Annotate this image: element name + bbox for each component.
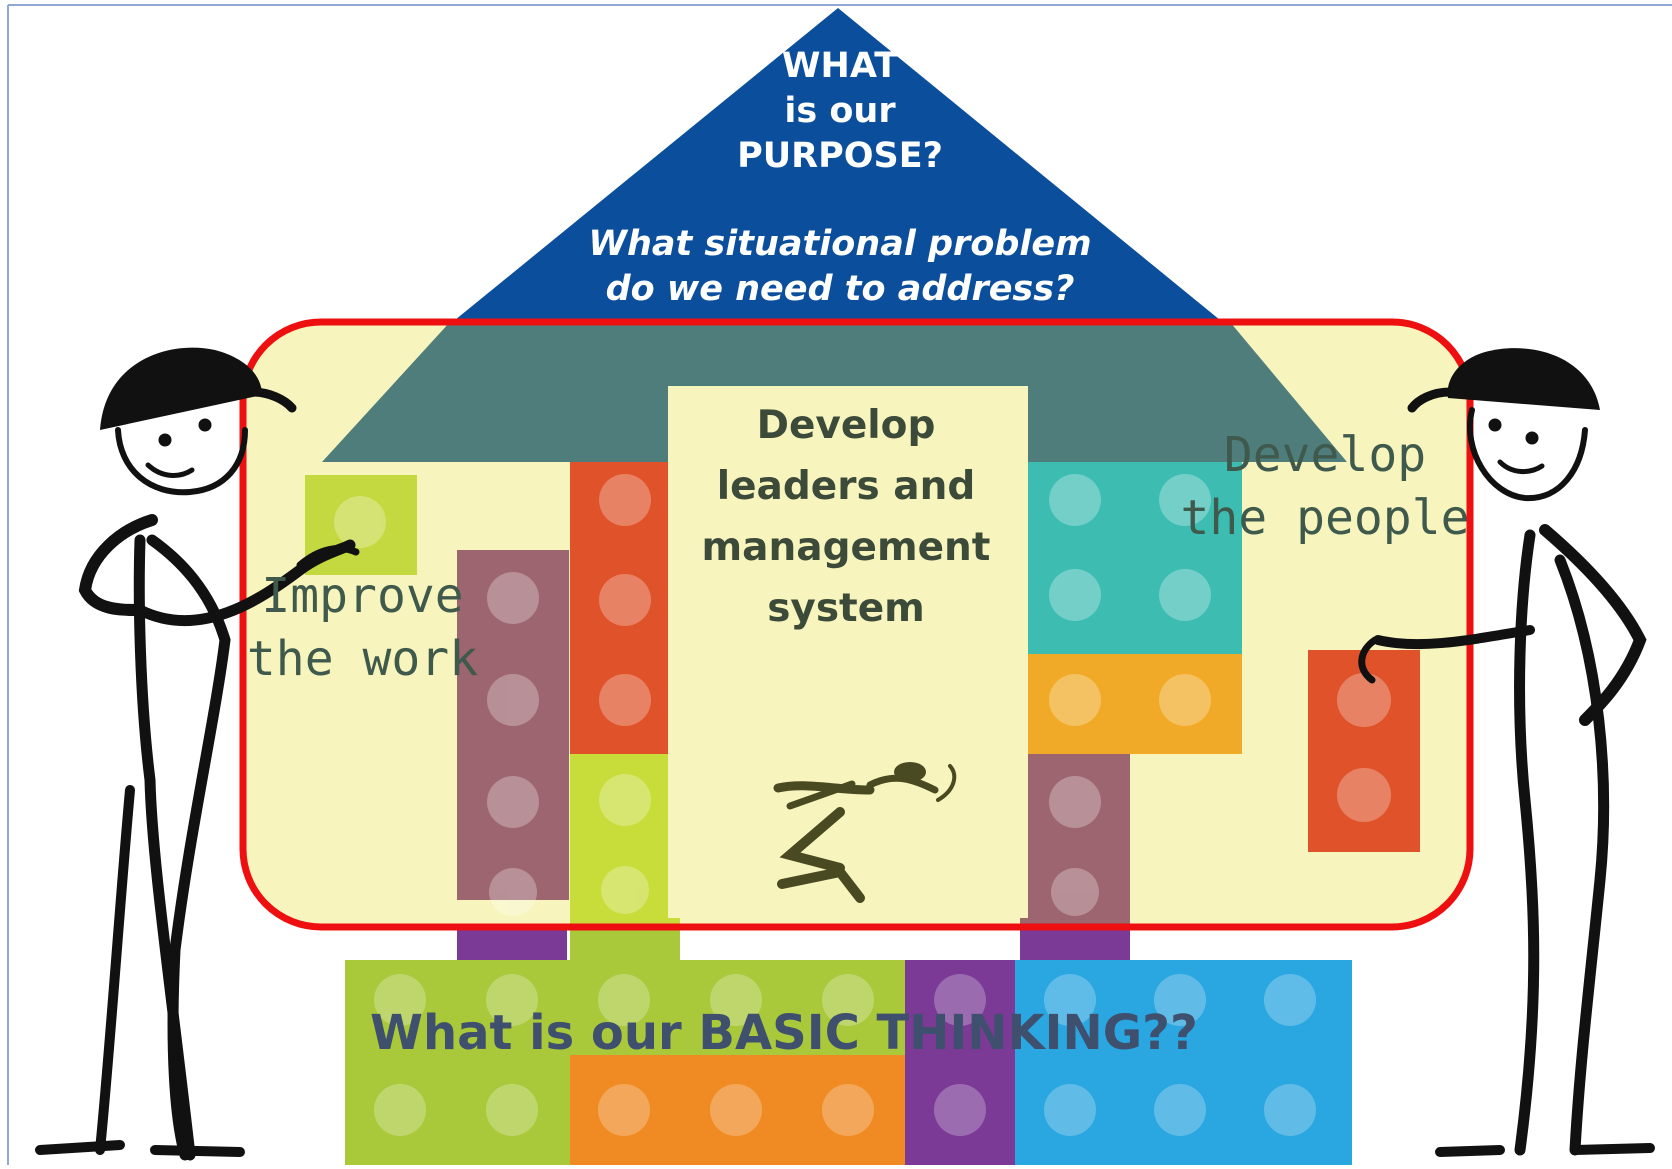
center-line-4: system [767,586,925,631]
ninja-logo [773,762,957,903]
brick-orange-red-right [1308,650,1420,852]
foundation-bricks [345,880,1352,1165]
left-note-line2: the work [246,631,479,687]
highlight-border [239,318,1474,931]
brick-mauve-tall [457,550,569,900]
roof-question-line1: What situational problem [588,224,1092,264]
center-line-3: management [701,525,991,570]
roof-line-is-our: is our [784,91,896,131]
brick-orange-red-tall [570,462,680,754]
roof-line-purpose: PURPOSE? [737,136,943,176]
left-note-line1: Improve [261,568,464,624]
body-studs [334,474,1391,916]
brick-mauve-right [1020,754,1130,926]
improve-the-work-note: Improve the work [235,565,490,691]
center-line-1: Develop [756,403,936,448]
roof-triangle [455,8,1220,320]
roof-question: What situational problem do we need to a… [540,222,1140,312]
brick-purple-base [905,960,1015,1165]
basic-thinking-label: What is our BASIC THINKING?? [370,1005,1198,1061]
body-bricks [305,462,1420,926]
center-line-2: leaders and [716,464,976,509]
brick-blue-base [1015,960,1352,1165]
develop-the-people-note: Develop the people [1175,424,1475,550]
brick-turquoise [1020,462,1242,654]
stick-figure-left [35,347,360,1161]
center-panel [668,386,1028,918]
roof-heading: WHAT is our PURPOSE? [680,44,1000,179]
center-panel-text: Develop leaders and management system [668,395,1024,639]
roof-question-line2: do we need to address? [605,269,1075,309]
right-note-line2: the people [1180,490,1470,546]
roof-line-what: WHAT [781,46,899,86]
brick-orange-base [570,1055,910,1165]
brick-amber [1020,654,1242,754]
stick-figure-right [1358,348,1655,1157]
brick-lime-mid [570,754,680,926]
foundation-studs [374,974,1316,1136]
right-note-line1: Develop [1223,427,1427,483]
